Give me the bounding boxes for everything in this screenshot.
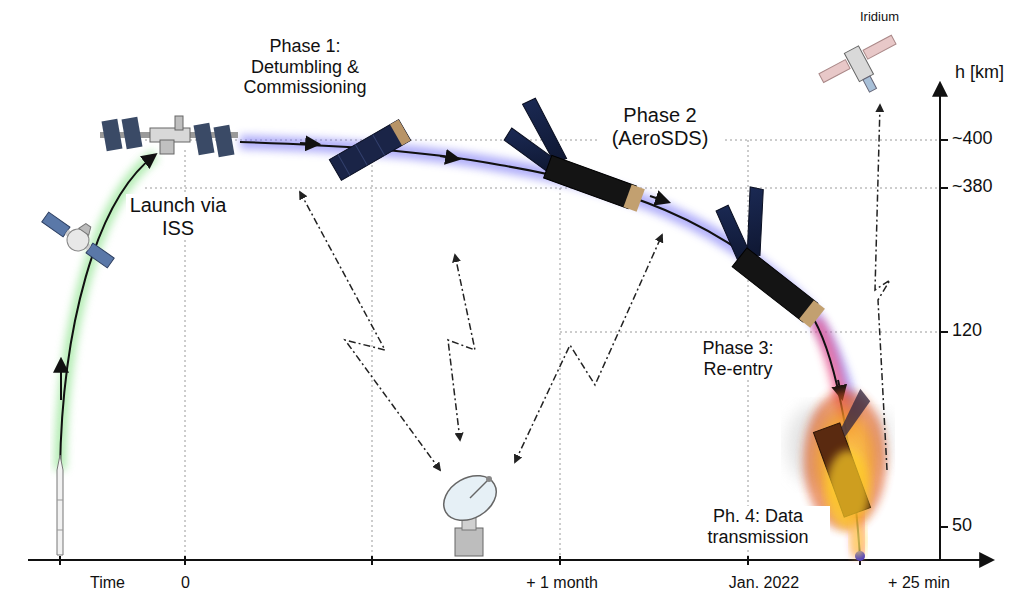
time-tick: 0: [179, 574, 192, 592]
orbit-trajectory: [650, 196, 668, 202]
reentry-fireball: [826, 450, 870, 530]
time-tick: + 1 month: [505, 574, 619, 592]
ground-station: [436, 467, 504, 530]
cubesat-deployed: [623, 184, 644, 211]
ground-station: [486, 476, 492, 482]
ground-station: [455, 528, 483, 556]
cubesat-stowed: [329, 120, 410, 181]
iridium-satellite: [863, 76, 877, 92]
orbit-trajectory: [240, 142, 860, 556]
cubesat-descent: [799, 300, 825, 328]
rocket: [57, 500, 63, 501]
phase-label: Phase 1: Detumbling & Commissioning: [228, 36, 382, 98]
grid-line: [560, 332, 940, 333]
reentry-fireball: [850, 522, 866, 558]
phase-label: Launch via ISS: [126, 194, 230, 240]
iridium-satellite: [819, 60, 850, 83]
altitude-tick: ~380: [950, 176, 995, 197]
axis: [747, 556, 749, 565]
altitude-tick: ~400: [950, 128, 995, 149]
satellite-label: Iridium: [858, 10, 901, 25]
cubesat-stowed: [390, 120, 411, 146]
axis: [59, 556, 61, 565]
time-tick: + 25 min: [862, 574, 976, 592]
grid-line: [560, 188, 561, 560]
axis: [28, 559, 992, 561]
axis: [939, 84, 941, 560]
axis: [940, 187, 948, 189]
iss: [122, 117, 143, 149]
radio-link: [515, 235, 662, 462]
cubesat-stowed: [338, 155, 350, 176]
axis-title: Time: [88, 574, 127, 592]
axis: [559, 556, 561, 565]
cargo-spacecraft: [79, 222, 93, 235]
orbit-trajectory: [240, 142, 865, 561]
cargo-spacecraft: [39, 202, 121, 272]
radio-link: [300, 192, 440, 470]
radio-link: [875, 105, 890, 470]
axis: [371, 556, 373, 565]
ground-station: [436, 467, 504, 556]
iss: [194, 123, 215, 155]
orbit-trajectory: [300, 143, 318, 144]
axis: [184, 556, 186, 565]
phase-label: Phase 3: Re-entry: [684, 338, 792, 379]
altitude-tick: 120: [950, 320, 984, 341]
grid-line: [145, 188, 940, 189]
orbit-trajectory: [440, 156, 458, 159]
rocket: [57, 455, 63, 555]
phase-label: Ph. 4: Data transmission: [686, 506, 830, 547]
iss: [175, 116, 183, 130]
cubesat-stowed: [355, 145, 367, 166]
cubesat-deployed: [544, 155, 637, 208]
radio-link: [448, 255, 475, 440]
rocket: [57, 530, 63, 531]
launch-trajectory: [60, 360, 62, 400]
iridium-satellite: [816, 30, 910, 109]
iss: [100, 116, 238, 157]
altitude-tick: 50: [950, 515, 974, 536]
axis: [940, 526, 948, 528]
ground-station: [470, 480, 488, 498]
radio-link: [300, 105, 890, 470]
phase-label: Phase 2 (AeroSDS): [598, 104, 722, 150]
cubesat-descent: [732, 248, 818, 322]
iridium-satellite: [863, 35, 896, 59]
iss: [160, 140, 174, 154]
axis: [28, 84, 992, 565]
rocket: [57, 455, 63, 555]
cubesat-descent: [695, 175, 859, 328]
iss: [214, 125, 235, 157]
axis-title: h [km]: [953, 62, 1006, 83]
cubesat-stowed: [373, 135, 385, 156]
iss: [102, 119, 123, 151]
grid-line: [372, 140, 373, 560]
axis: [940, 139, 948, 141]
grid-line: [145, 140, 940, 560]
time-tick: Jan. 2022: [712, 574, 816, 592]
reentry-fireball: [831, 387, 879, 437]
cubesat-stowed: [329, 120, 410, 181]
orbit-trajectory: [240, 142, 855, 420]
axis: [940, 331, 948, 333]
